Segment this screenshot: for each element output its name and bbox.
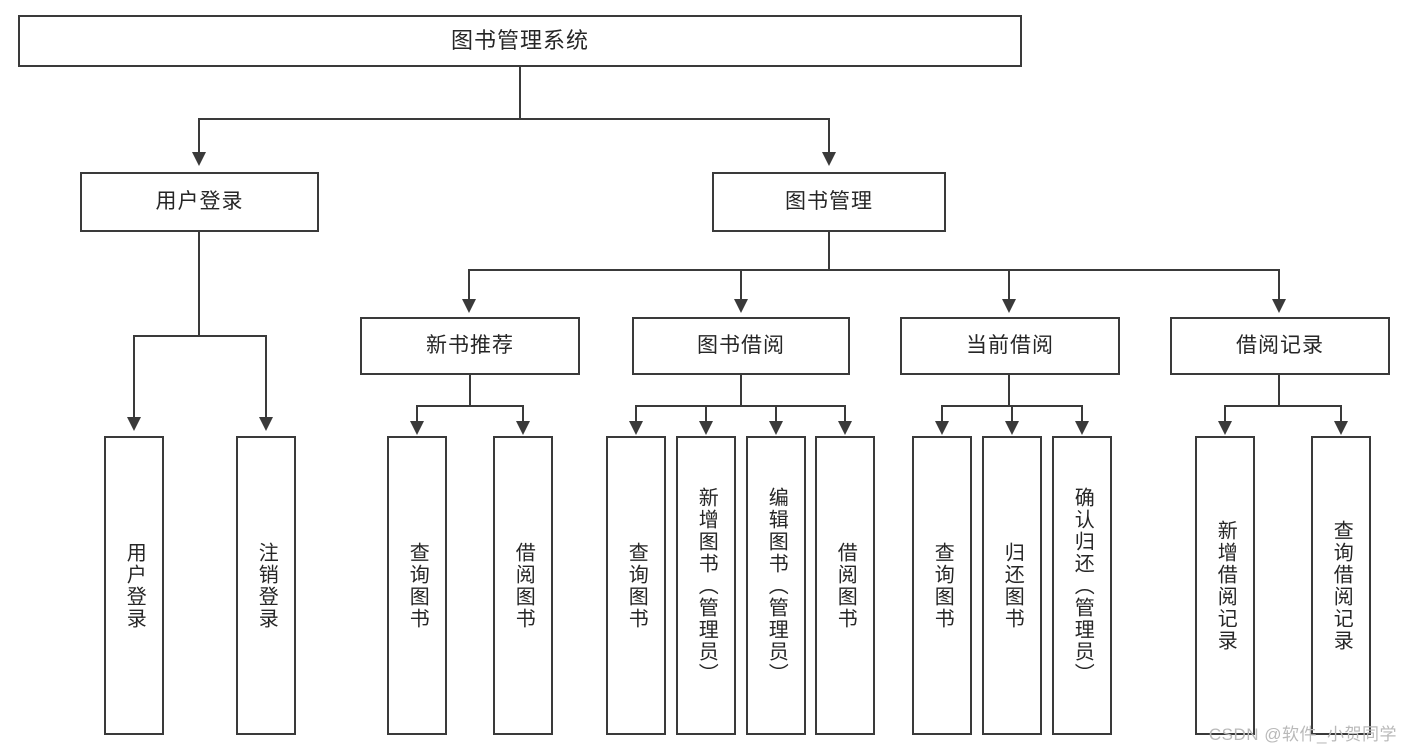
connector-bookmgmt-drop-3 xyxy=(1008,269,1010,301)
node-label: 查询图书 xyxy=(406,541,429,630)
arrowhead-leaf-borrow-book-2 xyxy=(838,421,852,435)
arrowhead-leaf-add-book xyxy=(699,421,713,435)
node-label: 查询借阅记录 xyxy=(1330,519,1353,652)
node-new-book-recommend[interactable]: 新书推荐 xyxy=(360,317,580,375)
connector-currentborrow-drop-2 xyxy=(1011,405,1013,425)
connector-bookmgmt-drop-4 xyxy=(1278,269,1280,301)
node-label: 图书管理 xyxy=(785,189,873,213)
node-borrow-record[interactable]: 借阅记录 xyxy=(1170,317,1390,375)
arrowhead-leaf-borrow-book-1 xyxy=(516,421,530,435)
connector-root-bus xyxy=(198,118,830,120)
node-label: 借阅图书 xyxy=(834,541,857,630)
leaf-return-book[interactable]: 归还图书 xyxy=(982,436,1042,735)
connector-bookborrow-drop-1 xyxy=(635,405,637,425)
leaf-user-login[interactable]: 用户登录 xyxy=(104,436,164,735)
node-label: 编辑图书（管理员） xyxy=(765,486,788,685)
connector-bookmgmt-bus xyxy=(468,269,1280,271)
node-label: 新增借阅记录 xyxy=(1214,519,1237,652)
connector-newbook-bus xyxy=(416,405,524,407)
node-label: 图书管理系统 xyxy=(450,28,589,54)
node-current-borrow[interactable]: 当前借阅 xyxy=(900,317,1120,375)
connector-userlogin-drop-1 xyxy=(133,335,135,419)
arrowhead-to-new-book xyxy=(462,299,476,313)
node-label: 查询图书 xyxy=(931,541,954,630)
connector-currentborrow-stem xyxy=(1008,375,1010,407)
connector-newbook-drop-1 xyxy=(416,405,418,425)
node-label: 借阅图书 xyxy=(512,541,535,630)
connector-bookborrow-drop-2 xyxy=(705,405,707,425)
leaf-query-book-recommend[interactable]: 查询图书 xyxy=(387,436,447,735)
node-label: 查询图书 xyxy=(625,541,648,630)
arrowhead-to-book-management xyxy=(822,152,836,166)
connector-bookborrow-drop-3 xyxy=(775,405,777,425)
connector-borrowrecord-drop-1 xyxy=(1224,405,1226,425)
node-label: 新书推荐 xyxy=(426,333,514,357)
node-book-borrow[interactable]: 图书借阅 xyxy=(632,317,850,375)
connector-newbook-stem xyxy=(469,375,471,407)
arrowhead-leaf-edit-book xyxy=(769,421,783,435)
arrowhead-leaf-return-book xyxy=(1005,421,1019,435)
connector-userlogin-bus xyxy=(133,335,266,337)
node-label: 用户登录 xyxy=(155,189,244,213)
arrowhead-to-book-borrow xyxy=(734,299,748,313)
arrowhead-to-current-borrow xyxy=(1002,299,1016,313)
node-label: 借阅记录 xyxy=(1236,333,1324,357)
node-label: 图书借阅 xyxy=(697,333,785,357)
connector-borrowrecord-drop-2 xyxy=(1340,405,1342,425)
connector-root-drop-2 xyxy=(828,118,830,154)
leaf-confirm-return-admin[interactable]: 确认归还（管理员） xyxy=(1052,436,1112,735)
connector-bookborrow-drop-4 xyxy=(844,405,846,425)
connector-currentborrow-drop-3 xyxy=(1081,405,1083,425)
connector-root-stem xyxy=(519,67,521,119)
leaf-edit-book-admin[interactable]: 编辑图书（管理员） xyxy=(746,436,806,735)
node-label: 注销登录 xyxy=(255,541,278,630)
node-root-system[interactable]: 图书管理系统 xyxy=(18,15,1022,67)
node-label: 归还图书 xyxy=(1001,541,1024,630)
watermark-text: CSDN @软件_小贺同学 xyxy=(1208,725,1397,744)
arrowhead-leaf-query-record xyxy=(1334,421,1348,435)
connector-userlogin-drop-2 xyxy=(265,335,267,419)
connector-bookmgmt-drop-1 xyxy=(468,269,470,301)
node-label: 新增图书（管理员） xyxy=(695,486,718,685)
connector-bookmgmt-drop-2 xyxy=(740,269,742,301)
node-book-management[interactable]: 图书管理 xyxy=(712,172,946,232)
connector-userlogin-stem xyxy=(198,232,200,336)
leaf-add-book-admin[interactable]: 新增图书（管理员） xyxy=(676,436,736,735)
node-label: 确认归还（管理员） xyxy=(1071,486,1094,685)
connector-newbook-drop-2 xyxy=(522,405,524,425)
arrowhead-to-borrow-record xyxy=(1272,299,1286,313)
node-label: 用户登录 xyxy=(123,541,146,630)
leaf-borrow-book[interactable]: 借阅图书 xyxy=(815,436,875,735)
connector-bookborrow-stem xyxy=(740,375,742,407)
leaf-logout-login[interactable]: 注销登录 xyxy=(236,436,296,735)
leaf-add-borrow-record[interactable]: 新增借阅记录 xyxy=(1195,436,1255,735)
arrowhead-leaf-query-book-3 xyxy=(935,421,949,435)
arrowhead-leaf-query-book-1 xyxy=(410,421,424,435)
connector-borrowrecord-stem xyxy=(1278,375,1280,407)
arrowhead-leaf-confirm-return xyxy=(1075,421,1089,435)
node-user-login[interactable]: 用户登录 xyxy=(80,172,319,232)
leaf-query-book-current[interactable]: 查询图书 xyxy=(912,436,972,735)
connector-currentborrow-drop-1 xyxy=(941,405,943,425)
arrowhead-to-user-login xyxy=(192,152,206,166)
leaf-query-book-borrow[interactable]: 查询图书 xyxy=(606,436,666,735)
leaf-query-borrow-record[interactable]: 查询借阅记录 xyxy=(1311,436,1371,735)
arrowhead-leaf-user-login xyxy=(127,417,141,431)
connector-root-drop-1 xyxy=(198,118,200,154)
connector-bookborrow-bus xyxy=(635,405,846,407)
connector-borrowrecord-bus xyxy=(1224,405,1342,407)
arrowhead-leaf-add-record xyxy=(1218,421,1232,435)
leaf-borrow-book-recommend[interactable]: 借阅图书 xyxy=(493,436,553,735)
arrowhead-leaf-logout xyxy=(259,417,273,431)
connector-bookmgmt-stem xyxy=(828,232,830,270)
arrowhead-leaf-query-book-2 xyxy=(629,421,643,435)
node-label: 当前借阅 xyxy=(966,333,1054,357)
